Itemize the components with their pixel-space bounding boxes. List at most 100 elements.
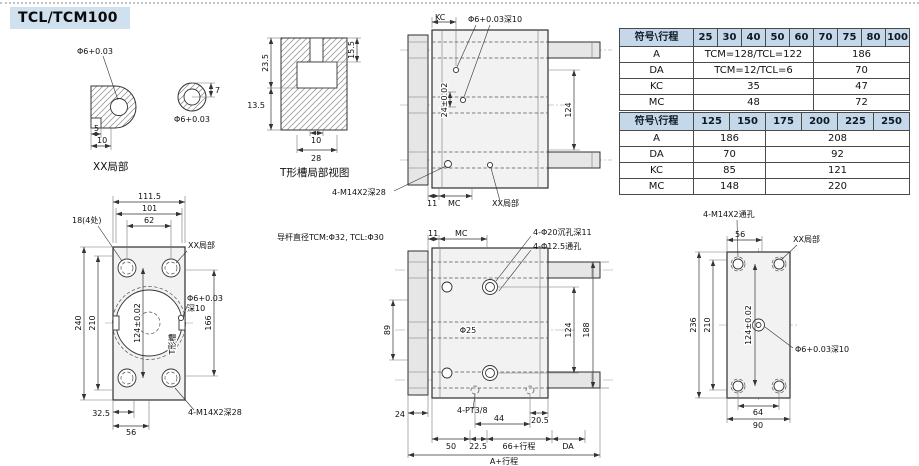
dim-label: Φ25 (460, 326, 476, 335)
col-header: 150 (729, 112, 766, 131)
table-row: MC 148 220 (619, 178, 910, 195)
col-header: 50 (765, 28, 790, 47)
value-cell: 121 (765, 162, 910, 179)
symbol-cell: A (619, 46, 694, 63)
dim-label: 210 (88, 315, 97, 330)
rear-view-geometry (719, 248, 798, 400)
dim-label: 101 (142, 204, 157, 213)
dim-label: MC (448, 199, 461, 208)
callout-label: 4-M14X2深28 (188, 408, 242, 417)
stroke-table-1: 符号\行程 25 30 40 50 60 70 75 80 100 A TCM=… (619, 28, 910, 111)
callout-label: 4-PT3/8 (457, 406, 488, 415)
col-header: 60 (789, 28, 814, 47)
front-view-dimensions (80, 196, 218, 430)
t-slot-detail-geometry (267, 37, 361, 153)
symbol-cell: MC (619, 94, 694, 111)
col-header: 75 (837, 28, 862, 47)
col-header: 80 (861, 28, 886, 47)
xx-detail-geometry (90, 55, 137, 150)
dim-label: 124±0.02 (744, 305, 753, 345)
value-cell: TCM=128/TCL=122 (693, 46, 814, 63)
table-row: MC 48 72 (619, 94, 910, 111)
table-row: A 186 208 (619, 130, 910, 147)
dim-label: 66+行程 (503, 441, 536, 451)
symbol-cell: KC (619, 162, 694, 179)
rear-view-dimensions (695, 219, 798, 423)
dim-label: 32.5 (92, 409, 110, 418)
rear-view-drawing: 4-M14X2通孔 56 XX局部 236 210 124±0.02 Φ6+0.… (689, 209, 849, 430)
col-header: 100 (885, 28, 910, 47)
dim-label: 240 (74, 315, 83, 330)
table-header-row: 符号\行程 125 150 175 200 225 250 (619, 112, 910, 131)
col-header: 225 (837, 112, 874, 131)
value-cell: 72 (813, 94, 910, 111)
col-header: 250 (873, 112, 910, 131)
value-cell: 48 (693, 94, 814, 111)
dim-label: 11 (428, 229, 438, 238)
dim-label: 124 (564, 102, 573, 117)
dim-label: 22.5 (469, 442, 487, 451)
symbol-cell: MC (619, 178, 694, 195)
table-row: KC 85 121 (619, 162, 910, 179)
value-cell: 70 (813, 62, 910, 79)
detail-views-drawing: Φ6+0.03 5 10 7 Φ6+0.03 XX局部 15.5 23.5 13… (77, 37, 361, 179)
dim-label: 124 (564, 322, 573, 337)
value-cell: 186 (693, 130, 766, 147)
dim-label: KC (435, 13, 446, 22)
callout-label: T形槽 (167, 334, 177, 356)
dim-label: 210 (703, 317, 712, 332)
col-header: 符号\行程 (619, 28, 694, 47)
symbol-cell: DA (619, 146, 694, 163)
side-section-drawing: 导杆直径TCM:Φ32, TCL:Φ30 11 MC 4-Φ20沉孔深11 4-… (277, 228, 615, 466)
dim-label: 24 (395, 410, 405, 419)
detail-view-label: T形槽局部视图 (279, 166, 349, 179)
col-header: 25 (693, 28, 718, 47)
table-row: DA 70 92 (619, 146, 910, 163)
callout-label: 4-Φ12.5通孔 (533, 241, 581, 251)
table-row: KC 35 47 (619, 78, 910, 95)
callout-label: 4-M14X2深28 (332, 188, 386, 197)
table-row: A TCM=128/TCL=122 186 (619, 46, 910, 63)
symbol-cell: A (619, 130, 694, 147)
dim-label: 64 (753, 408, 763, 417)
dim-label: 11 (427, 199, 437, 208)
value-cell: 208 (765, 130, 910, 147)
value-cell: 92 (765, 146, 910, 163)
dim-label: 23.5 (261, 54, 270, 72)
col-header: 70 (813, 28, 838, 47)
callout-label: 深10 (187, 304, 205, 313)
dim-label: 236 (689, 317, 698, 332)
dim-label: 124±0.02 (133, 303, 142, 343)
dim-label: 13.5 (247, 101, 265, 110)
value-cell: 148 (693, 178, 766, 195)
front-view-drawing: 111.5 101 62 18(4处) 240 210 124±0.02 Φ6+… (72, 192, 242, 437)
dim-label: 90 (753, 421, 763, 430)
dim-label: A+行程 (490, 456, 518, 466)
dim-label: 50 (446, 442, 456, 451)
dim-label: 28 (311, 154, 321, 163)
dim-label: 44 (494, 414, 504, 423)
top-view-geometry (400, 29, 612, 189)
value-cell: 47 (813, 78, 910, 95)
col-header: 30 (717, 28, 742, 47)
symbol-cell: KC (619, 78, 694, 95)
callout-label: 4-M14X2通孔 (703, 209, 755, 219)
page-title: TCL/TCM100 (10, 7, 130, 29)
dim-label: 7 (215, 86, 220, 95)
dim-label: 10 (311, 136, 321, 145)
dim-label: 62 (144, 216, 154, 225)
callout-label: Φ6+0.03深10 (468, 15, 522, 24)
dim-label: 10 (97, 136, 107, 145)
dim-label: Φ6+0.03 (174, 115, 210, 124)
front-view-geometry (105, 246, 193, 401)
dim-label: 56 (735, 230, 745, 239)
callout-label: XX局部 (188, 240, 215, 250)
dim-label: Φ6+0.03 (77, 47, 113, 56)
dim-label: 56 (126, 428, 136, 437)
col-header: 40 (741, 28, 766, 47)
value-cell: 186 (813, 46, 910, 63)
value-cell: 220 (765, 178, 910, 195)
table-header-row: 符号\行程 25 30 40 50 60 70 75 80 100 (619, 28, 910, 47)
callout-label: 导杆直径TCM:Φ32, TCL:Φ30 (277, 232, 384, 242)
side-view-dimensions (389, 235, 609, 458)
